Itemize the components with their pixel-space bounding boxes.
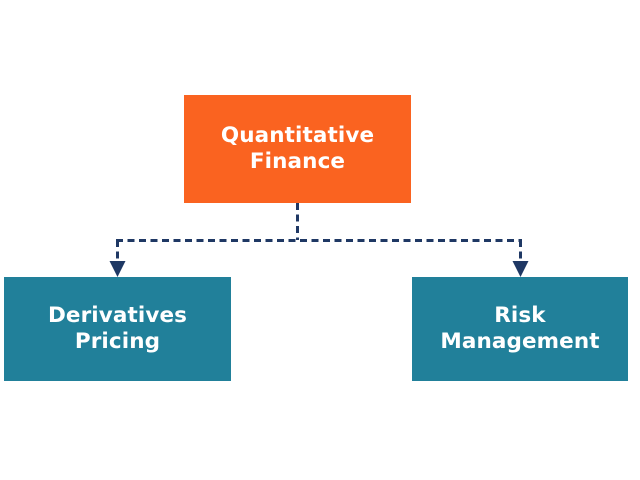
node-label-quantitative-finance: Quantitative Finance [220, 122, 375, 174]
arrowhead-right-icon [512, 261, 529, 277]
node-derivatives-pricing[interactable]: Derivatives Pricing [4, 277, 231, 381]
node-label-derivatives-pricing: Derivatives Pricing [47, 302, 188, 354]
node-risk-management[interactable]: Risk Management [412, 277, 628, 381]
node-label-risk-management: Risk Management [440, 302, 600, 354]
arrowhead-left-icon [109, 261, 126, 277]
node-quantitative-finance[interactable]: Quantitative Finance [184, 95, 411, 203]
